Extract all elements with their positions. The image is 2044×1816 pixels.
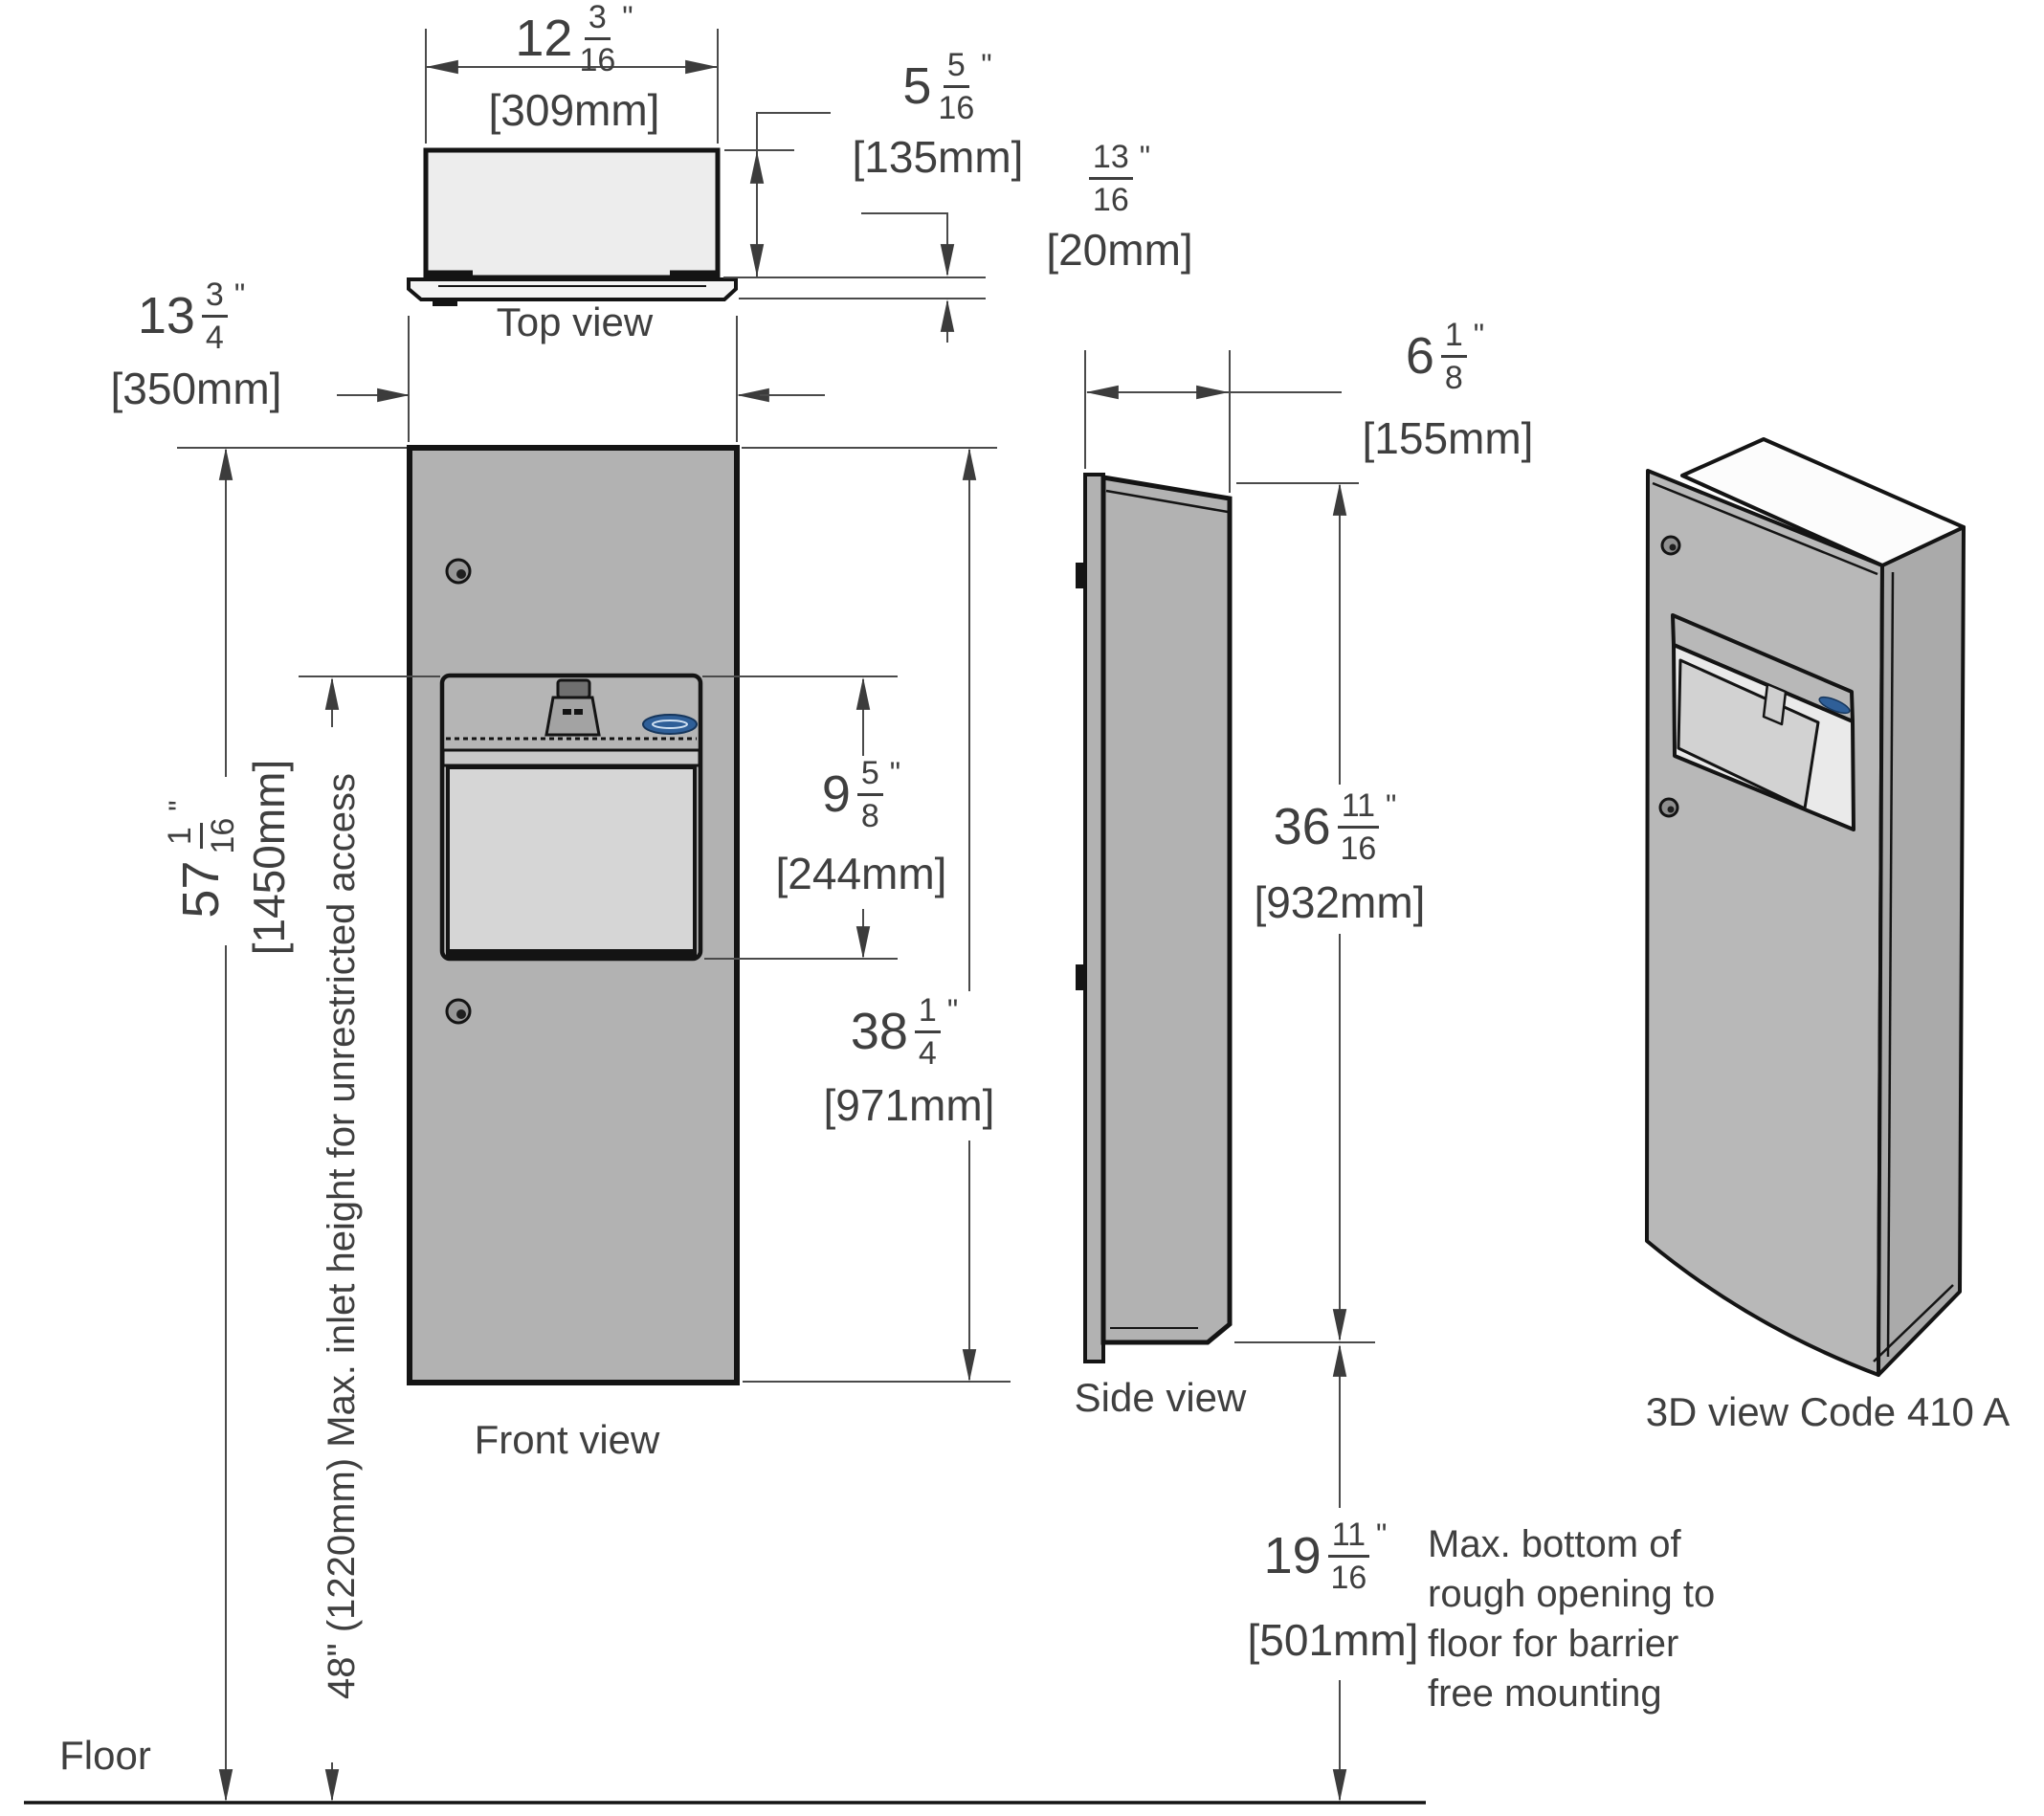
dispenser-lever <box>544 678 601 737</box>
dim-top-depth-mm: [135mm] <box>852 132 1024 182</box>
top-view-drawing <box>407 147 738 306</box>
iso-dispenser-lever <box>1762 682 1788 726</box>
note-barrier-free-mounting: Max. bottom of rough opening to floor fo… <box>1428 1523 1716 1715</box>
mounting-clip-icon <box>1076 563 1085 588</box>
mounting-clip-icon <box>1076 964 1085 990</box>
screw-icon <box>445 558 472 585</box>
screw-icon <box>445 998 472 1025</box>
label-front-view: Front view <box>474 1417 660 1462</box>
label-side-view: Side view <box>1074 1375 1247 1420</box>
label-floor: Floor <box>59 1733 151 1778</box>
dim-opening-height-mm: [244mm] <box>775 849 947 898</box>
front-view-drawing <box>407 445 740 1385</box>
brand-logo-icon <box>642 714 698 735</box>
waste-recess <box>446 765 697 953</box>
dim-front-width-mm: [350mm] <box>110 364 282 413</box>
dim-panel-height-mm: [971mm] <box>823 1080 995 1130</box>
iso-view-drawing <box>1645 437 1966 1377</box>
label-iso-view: 3D view Code 410 A <box>1645 1389 2011 1434</box>
dim-side-depth-mm: [155mm] <box>1362 413 1534 463</box>
dim-rough-opening-to-floor-mm: [501mm] <box>1247 1615 1419 1665</box>
screw-icon <box>1660 535 1681 556</box>
brand-logo-icon <box>1818 696 1851 715</box>
note-max-inlet-height: 48" (1220mm) Max. inlet height for unres… <box>321 773 363 1699</box>
screw-icon <box>1658 797 1679 818</box>
dim-top-width-mm: [309mm] <box>488 85 660 135</box>
side-view-drawing <box>1076 473 1233 1363</box>
dim-top-lip-mm: [20mm] <box>1046 225 1193 275</box>
dim-rough-opening-height-mm: [932mm] <box>1254 877 1426 927</box>
label-top-view: Top view <box>496 299 654 344</box>
dim-overall-height-mm: [1450mm] <box>244 759 294 956</box>
dimension-lines <box>177 29 1375 1803</box>
